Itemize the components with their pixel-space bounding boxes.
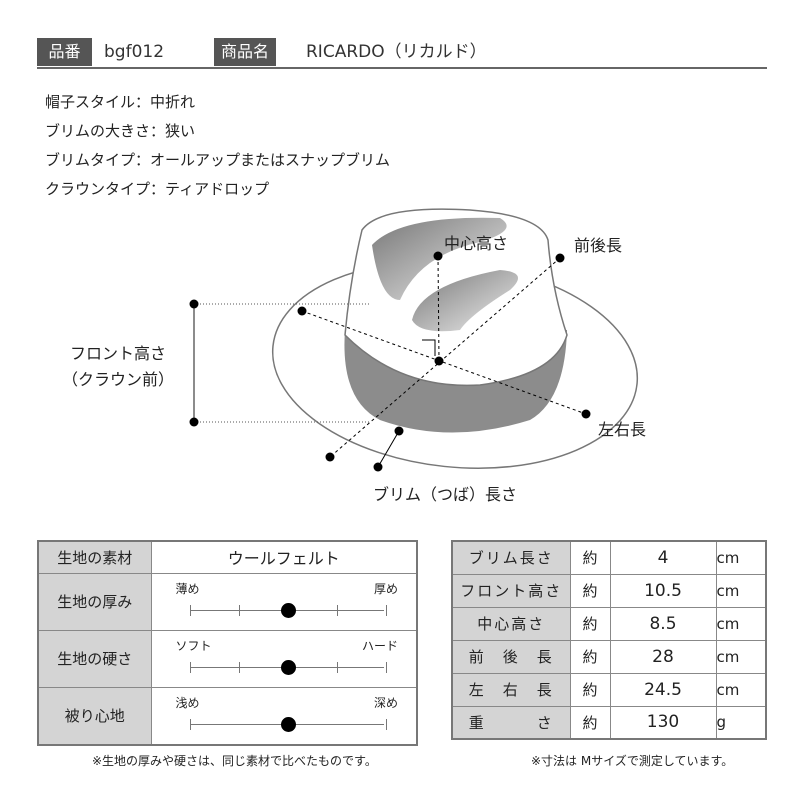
label-front-back: 前後長	[574, 236, 623, 255]
scale-min-label: ソフト	[175, 638, 212, 653]
size-value: 4	[609, 540, 717, 575]
label-center-height: 中心高さ	[444, 234, 509, 253]
size-value: 10.5	[609, 573, 717, 608]
hat-diagram	[189, 208, 639, 472]
fit-depth-scale: 浅め 深め	[152, 688, 417, 744]
scale-level-marker	[280, 602, 296, 618]
size-unit: cm	[715, 540, 767, 575]
scale-tick	[189, 604, 191, 616]
spec-crown-type: クラウンタイプ：ティアドロップ	[45, 180, 270, 198]
label-front-height-sub: （クラウン前）	[62, 370, 175, 389]
fit-depth-label: 被り心地	[37, 686, 152, 745]
size-unit: cm	[715, 672, 767, 707]
scale-min-label: 浅め	[175, 695, 200, 710]
scale-tick	[189, 661, 191, 673]
material-label: 生地の素材	[37, 540, 152, 574]
size-value: 24.5	[609, 672, 717, 707]
size-note: ※寸法は Mサイズで測定しています。	[531, 754, 734, 768]
size-label: 中心高さ	[451, 606, 571, 641]
size-unit: g	[715, 705, 767, 740]
crown-dent	[412, 270, 518, 332]
scale-max-label: 深め	[373, 695, 398, 710]
material-value: ウールフェルト	[150, 540, 418, 574]
size-label: 前 後 長	[451, 639, 571, 674]
size-value: 28	[609, 639, 717, 674]
stiffness-scale: ソフト ハード	[152, 631, 417, 687]
size-label: 重 さ	[451, 705, 571, 740]
size-label: ブリム長さ	[451, 540, 571, 575]
approx-mark: 約	[569, 705, 611, 740]
product-code: bgf012	[104, 42, 165, 62]
scale-tick	[385, 604, 387, 616]
scale-tick	[238, 604, 240, 616]
scale-level-marker	[280, 659, 296, 675]
approx-mark: 約	[569, 573, 611, 608]
scale-tick	[189, 718, 191, 730]
approx-mark: 約	[569, 540, 611, 575]
code-label: 品番	[37, 38, 92, 66]
label-front-height: フロント高さ	[70, 344, 167, 363]
size-label: フロント高さ	[451, 573, 571, 608]
approx-mark: 約	[569, 672, 611, 707]
scale-max-label: ハード	[361, 638, 398, 653]
scale-min-label: 薄め	[175, 581, 200, 596]
size-value: 130	[609, 705, 717, 740]
scale-tick	[385, 718, 387, 730]
approx-mark: 約	[569, 639, 611, 674]
spec-brim-type: ブリムタイプ：オールアップまたはスナップブリム	[45, 151, 391, 169]
scale-tick	[336, 604, 338, 616]
scale-tick	[385, 661, 387, 673]
spec-style: 帽子スタイル：中折れ	[45, 93, 196, 111]
header-divider	[37, 67, 767, 69]
thickness-scale: 薄め 厚め	[152, 574, 417, 630]
size-unit: cm	[715, 639, 767, 674]
size-label: 左 右 長	[451, 672, 571, 707]
scale-level-marker	[280, 716, 296, 732]
measure-points	[189, 251, 591, 472]
approx-mark: 約	[569, 606, 611, 641]
scale-tick	[336, 661, 338, 673]
label-left-right: 左右長	[598, 420, 647, 439]
scale-max-label: 厚め	[373, 581, 398, 596]
size-unit: cm	[715, 573, 767, 608]
spec-brim-size: ブリムの大きさ：狭い	[45, 122, 196, 140]
stiffness-label: 生地の硬さ	[37, 629, 152, 688]
crown-dent	[372, 217, 507, 300]
product-name: RICARDO（リカルド）	[306, 42, 487, 62]
fabric-note: ※生地の厚みや硬さは、同じ素材で比べたものです。	[92, 754, 377, 768]
scale-tick	[238, 661, 240, 673]
size-unit: cm	[715, 606, 767, 641]
name-label: 商品名	[214, 38, 276, 66]
fabric-table: 生地の素材ウールフェルト 生地の厚み薄め厚め 生地の硬さソフトハード 被り心地浅…	[37, 540, 418, 746]
label-brim-length: ブリム（つば）長さ	[373, 485, 518, 504]
size-value: 8.5	[609, 606, 717, 641]
thickness-label: 生地の厚み	[37, 572, 152, 631]
